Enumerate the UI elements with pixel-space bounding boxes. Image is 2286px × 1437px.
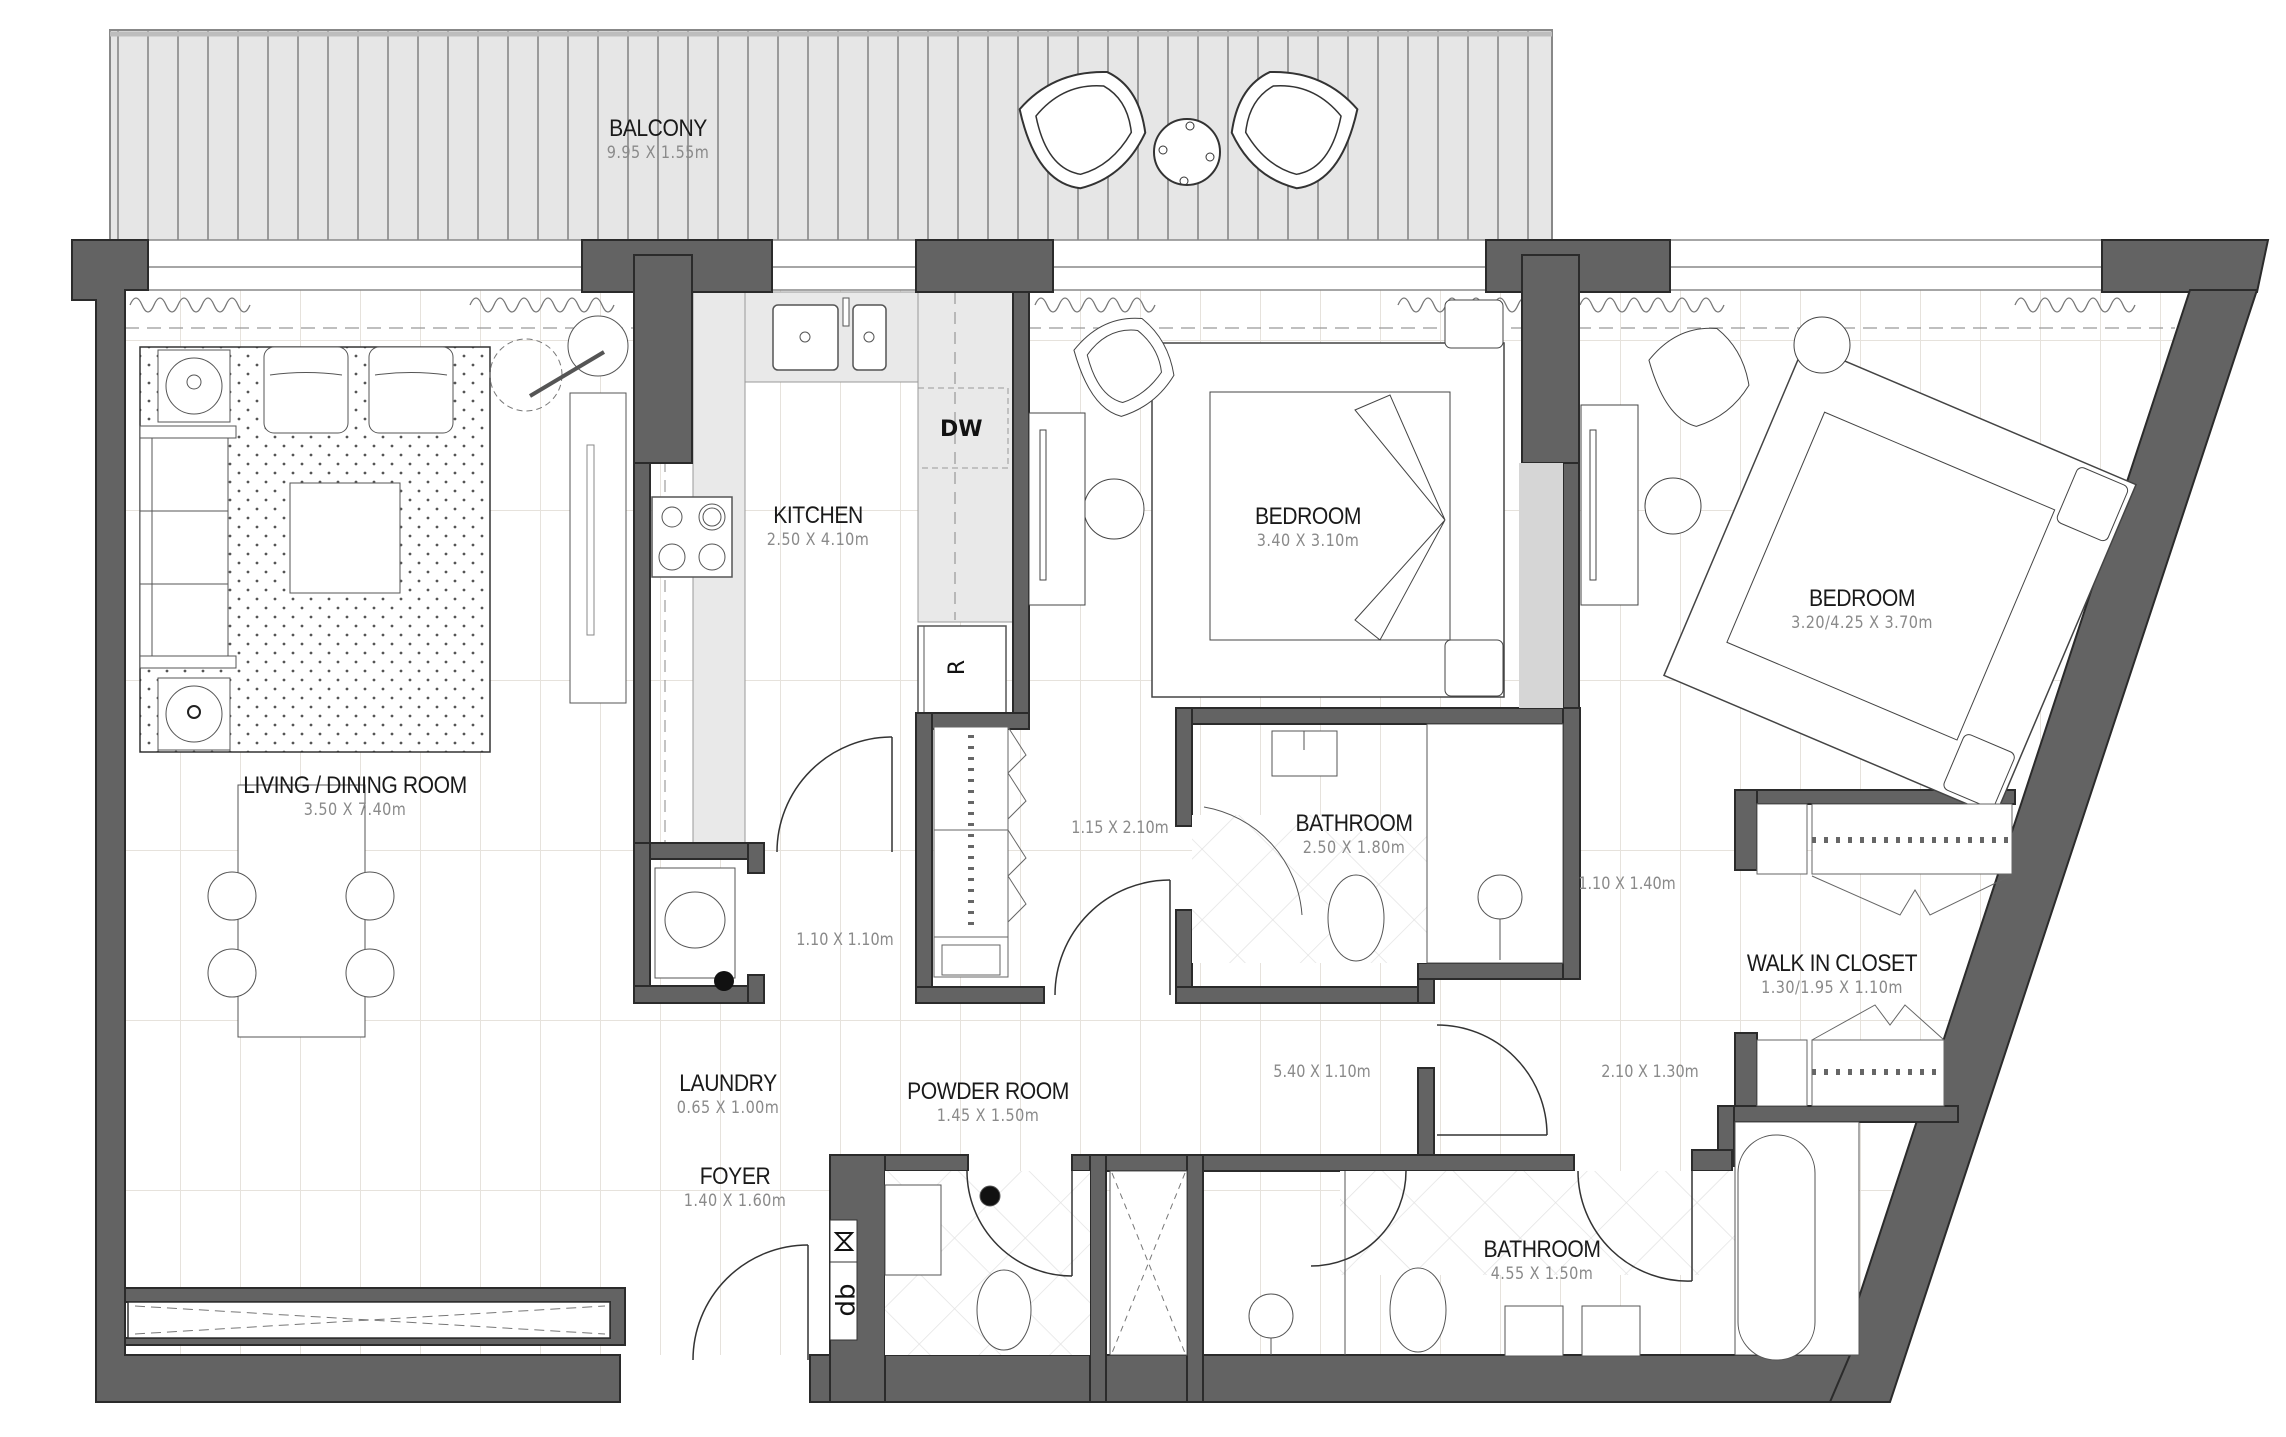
shower-head-icon — [1477, 874, 1523, 920]
balcony-side-table-icon — [1153, 118, 1221, 186]
living-furniture — [139, 315, 629, 1038]
powder-sink-icon — [884, 1184, 942, 1276]
room-label-balcony: BALCONY 9.95 X 1.55m — [598, 115, 719, 163]
room-dims: 3.20/4.25 X 3.70m — [1791, 613, 1933, 633]
coffee-table-icon — [289, 482, 401, 594]
room-label-walkin: WALK IN CLOSET 1.30/1.95 X 1.10m — [1735, 950, 1928, 998]
room-dims: 4.55 X 1.50m — [1490, 1264, 1594, 1284]
tv-console-icon — [569, 392, 627, 704]
room-name: BEDROOM — [1808, 585, 1916, 612]
room-label-bedroom2: BEDROOM 3.20/4.25 X 3.70m — [1779, 585, 1946, 633]
valve-icon — [833, 1232, 855, 1251]
room-name: WALK IN CLOSET — [1746, 950, 1918, 977]
bathroom2-inner-door[interactable] — [1310, 1170, 1407, 1267]
bathtub-icon — [1737, 1134, 1816, 1361]
dishwasher-tag: DW — [940, 417, 983, 442]
room-dims: 1.45 X 1.50m — [936, 1106, 1040, 1126]
shower-head-icon — [1248, 1293, 1294, 1339]
side-table-icon — [1083, 478, 1145, 540]
sink-small-icon — [852, 304, 887, 371]
side-table-lamp-icon — [157, 677, 231, 751]
side-table-icon — [1793, 316, 1851, 374]
db-panel — [829, 1219, 858, 1341]
dim-closet-hall: 1.15 X 2.10m — [1071, 818, 1169, 838]
armchair-icon — [263, 346, 454, 434]
room-label-bedroom1: BEDROOM 3.40 X 3.10m — [1248, 503, 1369, 551]
walkin-shelves — [1756, 803, 2013, 1107]
doors[interactable] — [692, 736, 1693, 1361]
floor-lamp-icon — [567, 315, 629, 377]
side-table-icon — [1644, 477, 1702, 535]
room-name: KITCHEN — [773, 502, 863, 529]
bathroom1-hall-door[interactable] — [1054, 879, 1171, 996]
room-name: BATHROOM — [1295, 810, 1413, 837]
balcony-armchair-left-icon — [1018, 71, 1147, 190]
room-dims: 9.95 X 1.55m — [606, 143, 710, 163]
bedroom2-door[interactable] — [1436, 1024, 1548, 1136]
dim-bed2-entry: 1.10 X 1.40m — [1578, 874, 1676, 894]
side-table-lamp-icon — [157, 349, 231, 423]
bathroom2-fixtures — [1248, 1121, 1860, 1361]
bedroom-chair-icon — [1648, 327, 1750, 427]
storage-cabinet — [127, 1301, 611, 1339]
room-label-living: LIVING / DINING ROOM 3.50 X 7.40m — [228, 772, 482, 820]
room-label-bathroom1: BATHROOM 2.50 X 1.80m — [1288, 810, 1421, 858]
room-label-foyer: FOYER 1.40 X 1.60m — [675, 1163, 796, 1211]
balcony-armchair-right-icon — [1230, 71, 1359, 190]
room-name: FOYER — [699, 1163, 771, 1190]
bedroom2-furniture — [1580, 316, 2138, 818]
bathroom1-fixtures — [1203, 723, 1564, 964]
washer-icon — [654, 867, 736, 991]
room-dims: 0.65 X 1.00m — [676, 1098, 780, 1118]
room-dims: 3.40 X 3.10m — [1256, 531, 1360, 551]
room-dims: 2.50 X 4.10m — [766, 530, 870, 550]
sink-icon — [772, 304, 839, 371]
toilet-icon — [1389, 1267, 1447, 1353]
powder-room-door[interactable] — [966, 1170, 1073, 1277]
balcony — [109, 29, 1553, 243]
faucet-icon — [842, 297, 850, 327]
toilet-icon — [976, 1269, 1032, 1351]
powder-fixtures — [884, 1170, 1188, 1356]
windows — [147, 239, 2103, 291]
room-label-bathroom2: BATHROOM 4.55 X 1.50m — [1476, 1236, 1609, 1284]
bedroom-chair-icon — [1073, 317, 1175, 417]
room-name: LAUNDRY — [679, 1070, 777, 1097]
bathroom2-door[interactable] — [1577, 1170, 1693, 1282]
sink-icon — [1504, 1305, 1564, 1357]
dishwasher-outline — [917, 387, 1009, 469]
dim-laundry-hall: 1.10 X 1.10m — [796, 930, 894, 950]
room-dims: 1.40 X 1.60m — [683, 1191, 787, 1211]
sink-icon — [1581, 1305, 1641, 1357]
bed-icon — [1662, 342, 2138, 818]
shower-area — [1109, 1170, 1188, 1356]
entry-door[interactable] — [692, 1244, 809, 1361]
refrigerator-tag: R — [945, 659, 971, 676]
room-name: BEDROOM — [1254, 503, 1362, 530]
room-name: LIVING / DINING ROOM — [243, 772, 467, 799]
room-dims: 2.50 X 1.80m — [1302, 838, 1406, 858]
bedroom1-furniture — [1028, 299, 1563, 708]
dining-chair-icon — [207, 871, 395, 998]
room-dims: 3.50 X 7.40m — [303, 800, 407, 820]
db-tag: db — [831, 1283, 862, 1317]
dim-dress-hall: 2.10 X 1.30m — [1601, 1062, 1699, 1082]
cooktop-icon — [651, 496, 733, 578]
dining-table-icon — [237, 784, 366, 1038]
room-label-laundry: LAUNDRY 0.65 X 1.00m — [668, 1070, 789, 1118]
room-name: BATHROOM — [1483, 1236, 1601, 1263]
room-label-powder: POWDER ROOM 1.45 X 1.50m — [896, 1078, 1080, 1126]
kitchen-door[interactable] — [776, 736, 893, 853]
desk-icon — [1028, 412, 1086, 606]
dim-corridor: 5.40 X 1.10m — [1273, 1062, 1371, 1082]
room-dims: 1.30/1.95 X 1.10m — [1761, 978, 1903, 998]
room-label-kitchen: KITCHEN 2.50 X 4.10m — [758, 502, 879, 550]
room-name: POWDER ROOM — [907, 1078, 1069, 1105]
room-name: BALCONY — [609, 115, 707, 142]
toilet-icon — [1327, 874, 1385, 962]
sofa-icon — [139, 425, 237, 669]
shower-area — [1426, 723, 1564, 964]
walls — [71, 239, 2270, 1403]
wardrobe-icon — [933, 726, 1027, 978]
